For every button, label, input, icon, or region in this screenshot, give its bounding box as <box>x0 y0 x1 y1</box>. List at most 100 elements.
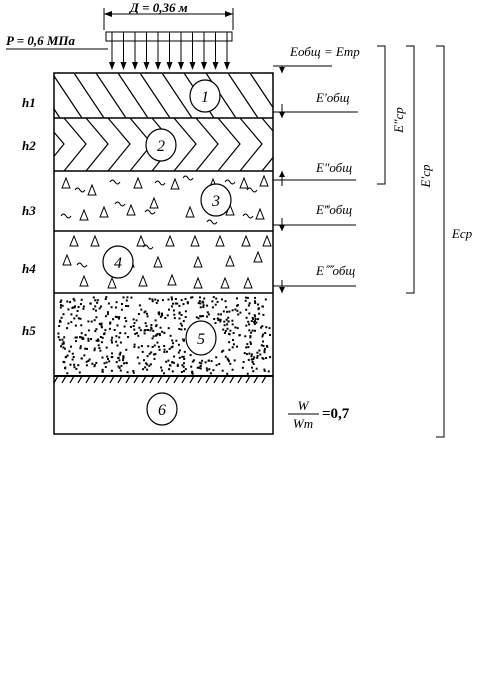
sand-dot <box>264 298 267 301</box>
sand-dot <box>90 320 93 323</box>
sand-dot <box>105 361 108 364</box>
sand-dot <box>250 353 253 356</box>
sand-dot <box>157 345 160 348</box>
sand-dot <box>183 338 185 341</box>
sand-dot <box>99 349 102 352</box>
sand-dot <box>199 365 202 368</box>
sand-dot <box>123 362 125 365</box>
sand-dot <box>191 372 194 375</box>
sand-dot <box>141 350 144 353</box>
sand-dot <box>252 370 255 373</box>
sand-dot <box>59 320 62 323</box>
sand-dot <box>258 312 261 315</box>
sand-dot <box>118 336 121 339</box>
sand-dot <box>173 355 176 358</box>
sand-dot <box>265 357 268 359</box>
sand-dot <box>72 297 75 300</box>
sand-dot <box>228 333 231 336</box>
sand-dot <box>254 296 256 299</box>
subgrade-tick <box>61 376 67 384</box>
layer-number-6: 6 <box>146 392 178 426</box>
sand-dot <box>195 316 198 319</box>
sand-dot <box>145 362 148 365</box>
sand-dot <box>62 313 65 316</box>
sand-dot <box>222 328 225 331</box>
subgrade-tick <box>133 376 139 384</box>
gravel-triangle <box>170 177 180 190</box>
load-arrow-head <box>189 62 196 70</box>
sand-dot <box>104 315 107 318</box>
sand-dot <box>163 348 166 351</box>
sand-dot <box>143 329 146 332</box>
sand-dot <box>104 329 107 332</box>
sand-dot <box>245 346 248 349</box>
sand-dot <box>60 299 63 302</box>
sand-dot <box>116 316 119 319</box>
load-arrow-head <box>166 62 173 70</box>
sand-dot <box>137 334 140 337</box>
layer-4-symbols <box>62 234 272 289</box>
sand-dot <box>178 304 181 307</box>
sand-dot <box>142 368 144 371</box>
sand-dot <box>183 370 185 373</box>
sand-dot <box>256 355 259 357</box>
sand-dot <box>87 329 90 332</box>
sand-dot <box>64 356 67 359</box>
sand-dot <box>232 343 235 346</box>
sand-dot <box>264 332 267 334</box>
sand-dot <box>76 310 79 312</box>
gravel-triangle <box>61 176 71 189</box>
subgrade-tick <box>165 376 171 384</box>
gravel-triangle <box>149 196 159 209</box>
subgrade-tick <box>189 376 195 384</box>
sand-dot <box>154 319 157 322</box>
sand-dot <box>80 336 83 339</box>
sand-dot <box>107 311 109 314</box>
sand-dot <box>250 331 253 334</box>
sand-dot <box>148 352 151 355</box>
sand-dot <box>105 346 108 349</box>
tilde-mark <box>76 262 88 268</box>
sand-dot <box>169 364 172 367</box>
gravel-triangle <box>126 203 136 216</box>
sand-dot <box>263 347 266 350</box>
sand-dot <box>261 325 264 328</box>
sand-dot <box>227 358 230 361</box>
sand-dot <box>70 313 73 316</box>
sand-dot <box>182 303 185 306</box>
sand-dot <box>158 334 161 337</box>
sand-dot <box>214 303 217 306</box>
sand-dot <box>108 360 111 363</box>
sand-dot <box>103 333 106 336</box>
sand-dot <box>172 342 174 345</box>
sand-dot <box>77 364 80 367</box>
gravel-triangle <box>253 250 263 263</box>
moisture-numerator: W <box>298 398 310 413</box>
sand-dot <box>118 317 120 320</box>
sand-dot <box>80 357 83 360</box>
sand-dot <box>223 332 226 334</box>
sand-dot <box>226 372 229 375</box>
chevron-line <box>284 118 306 171</box>
sand-dot <box>153 357 156 360</box>
thickness-label-h5: h5 <box>22 323 36 338</box>
sand-dot <box>161 312 163 315</box>
sand-dot <box>100 326 103 329</box>
sand-dot <box>158 313 161 316</box>
sand-dot <box>253 321 256 324</box>
sand-dot <box>212 369 215 372</box>
sand-dot <box>143 311 146 314</box>
modulus-label-4: E⁗общ <box>315 263 355 278</box>
sand-dot <box>199 306 202 309</box>
sand-dot <box>57 332 60 335</box>
sand-dot <box>248 302 251 305</box>
moisture-denominator: Wт <box>293 416 313 431</box>
sand-dot <box>126 296 129 299</box>
sand-dot <box>215 364 218 367</box>
sand-dot <box>87 337 90 340</box>
load-arrow-head <box>155 62 161 70</box>
sand-dot <box>88 358 91 361</box>
layer-number-circle <box>185 320 217 356</box>
sand-dot <box>94 305 97 308</box>
sand-dot <box>107 302 110 305</box>
